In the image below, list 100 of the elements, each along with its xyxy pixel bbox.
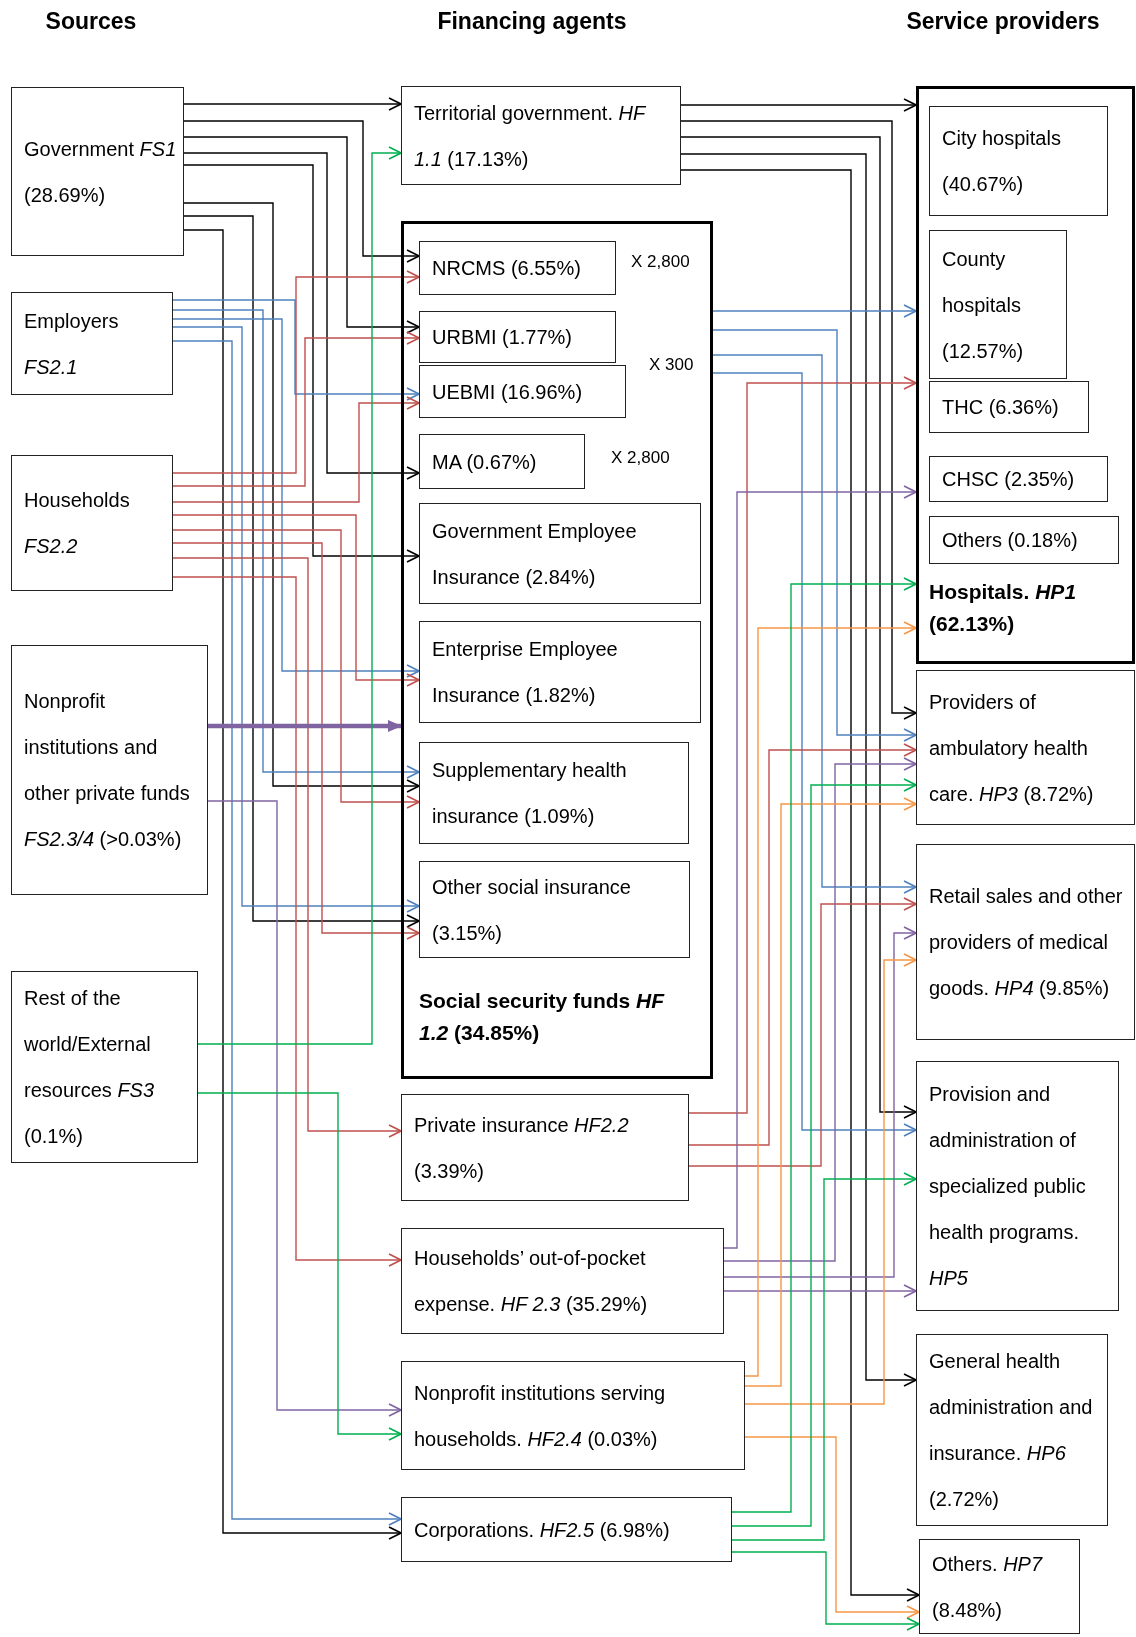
box-label: NRCMS (6.55%) xyxy=(432,256,582,281)
column-heading: Service providers xyxy=(906,8,1100,35)
arrow xyxy=(183,152,420,480)
box-label: Retail sales and other providers of medical goods. HP4 (9.85%) xyxy=(929,884,1124,1001)
box-label: Providers of ambulatory health care. HP3 (8.72%) xyxy=(929,689,1095,807)
box-label: Territorial government. HF 1.1 (17.13%) xyxy=(414,100,647,172)
arrow xyxy=(680,153,917,1387)
box-label: Nonprofit institutions serving households. HF2.4 (0.03%) xyxy=(414,1380,667,1452)
process-box xyxy=(11,292,173,395)
process-box xyxy=(11,455,173,591)
arrow xyxy=(183,215,420,928)
box-label: Enterprise Employee Insurance (1.82%) xyxy=(432,637,619,708)
arrow xyxy=(183,164,420,563)
process-box xyxy=(401,86,681,185)
arrow xyxy=(731,577,917,1513)
box-label: URBMI (1.77%) xyxy=(432,325,574,350)
process-box xyxy=(419,742,689,844)
arrow xyxy=(680,136,917,1119)
arrow xyxy=(183,97,402,111)
arrow xyxy=(172,557,402,1138)
arrow xyxy=(172,309,420,779)
process-box xyxy=(916,670,1135,825)
box-label: UEBMI (16.96%) xyxy=(432,379,584,405)
multiplier-label: X 300 xyxy=(649,355,694,375)
process-box xyxy=(419,861,690,958)
process-box xyxy=(11,645,208,895)
box-label: County hospitals (12.57%) xyxy=(942,246,1025,364)
column-heading: Financing agents xyxy=(437,8,627,35)
box-label: Other social insurance (3.15%) xyxy=(432,874,632,946)
arrow xyxy=(172,318,420,678)
box-label: General health administration and insurance. HP6 (2.72%) xyxy=(929,1349,1094,1512)
box-label: Households FS2.2 xyxy=(24,488,131,559)
arrow xyxy=(172,576,402,1267)
box-label: Rest of the world/External resources FS3 (0.1%) xyxy=(24,986,156,1149)
arrow xyxy=(744,1436,920,1619)
arrow xyxy=(744,797,917,1387)
box-label: Others (0.18%) xyxy=(942,528,1079,553)
multiplier-label: X 2,800 xyxy=(611,448,670,468)
process-box xyxy=(919,1539,1080,1634)
arrow xyxy=(712,304,917,318)
arrow xyxy=(207,800,402,1417)
arrow xyxy=(172,270,420,474)
group-box xyxy=(401,221,713,1079)
box-label: Nonprofit institutions and other private funds FS2.3/4 (>0.03%) xyxy=(24,689,191,852)
process-box xyxy=(929,381,1089,433)
arrow xyxy=(688,743,917,1146)
box-label: Employers FS2.1 xyxy=(24,308,120,380)
process-box xyxy=(916,1334,1108,1526)
multiplier-label: X 2,800 xyxy=(631,252,690,272)
arrow xyxy=(183,136,420,334)
arrow xyxy=(723,1284,917,1298)
arrow xyxy=(712,329,917,742)
arrow xyxy=(197,146,402,1045)
box-label: Households’ out-of-pocket expense. HF 2.3 (35.29%) xyxy=(414,1246,649,1317)
arrow xyxy=(723,757,917,1262)
process-box xyxy=(929,516,1119,564)
arrow xyxy=(680,120,917,720)
box-label: Government FS1 (28.69%) xyxy=(24,136,177,208)
arrow xyxy=(723,485,917,1249)
arrow xyxy=(197,1092,402,1441)
process-box xyxy=(11,87,184,256)
arrow xyxy=(688,897,917,1167)
process-box xyxy=(419,365,626,418)
process-box xyxy=(401,1361,745,1470)
box-label: Corporations. HF2.5 (6.98%) xyxy=(414,1517,671,1543)
process-box xyxy=(929,456,1108,502)
box-label: Government Employee Insurance (2.84%) xyxy=(432,518,638,590)
arrow xyxy=(172,331,420,487)
arrow xyxy=(712,354,917,894)
arrow xyxy=(172,396,420,503)
box-label: City hospitals (40.67%) xyxy=(942,126,1062,197)
arrow xyxy=(172,542,420,940)
process-box xyxy=(419,503,701,604)
arrow xyxy=(680,169,920,1602)
box-label: CHSC (2.35%) xyxy=(942,467,1076,492)
arrow xyxy=(172,299,420,401)
process-box xyxy=(401,1497,732,1562)
box-label: THC (6.36%) xyxy=(942,395,1060,420)
group-title: Social security funds HF 1.2 (34.85%) xyxy=(419,988,666,1046)
process-box xyxy=(419,241,616,295)
group-box xyxy=(916,86,1135,664)
arrow xyxy=(680,98,917,112)
process-box xyxy=(419,621,701,723)
arrow xyxy=(723,926,917,1278)
process-box xyxy=(419,434,585,489)
arrow xyxy=(208,720,402,732)
process-box xyxy=(419,311,616,363)
box-label: Private insurance HF2.2 (3.39%) xyxy=(414,1112,630,1184)
group-title: Hospitals. HP1 (62.13%) xyxy=(929,579,1078,637)
box-label: Provision and administration of specialized public health programs. HP5 xyxy=(929,1082,1087,1291)
process-box xyxy=(916,1061,1119,1311)
process-box xyxy=(11,971,198,1163)
box-label: MA (0.67%) xyxy=(432,449,538,475)
process-box xyxy=(401,1094,689,1201)
arrow xyxy=(172,529,420,809)
arrow xyxy=(744,621,917,1377)
box-label: Others. HP7 (8.48%) xyxy=(932,1551,1044,1623)
process-box xyxy=(929,230,1067,379)
arrow xyxy=(731,1551,920,1631)
arrow xyxy=(183,202,420,793)
